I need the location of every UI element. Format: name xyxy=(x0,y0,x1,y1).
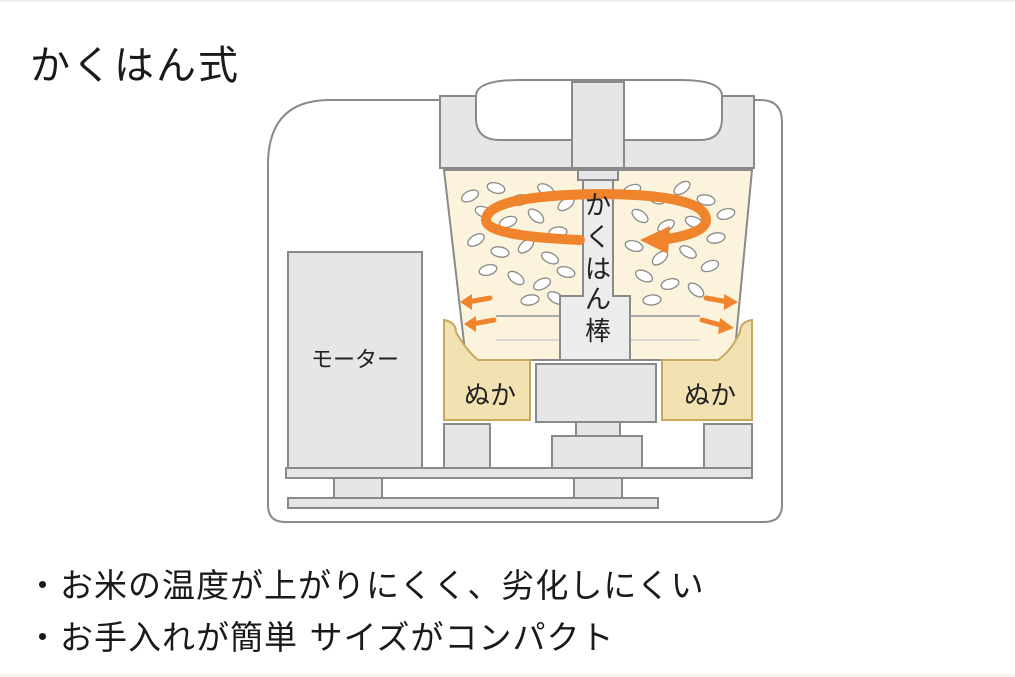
top-divider xyxy=(0,0,1015,2)
motor-label: モーター xyxy=(311,348,399,373)
bran-left xyxy=(443,318,531,421)
pulley xyxy=(551,435,643,469)
bran-right xyxy=(661,318,753,421)
stirring-rod xyxy=(559,179,631,361)
stirring-rod-label: か く は ん 棒 xyxy=(585,191,611,347)
feature-item: ・お米の温度が上がりにくく、劣化しにくい xyxy=(26,566,705,605)
stirring-rod-char: か xyxy=(585,191,611,221)
base-plate xyxy=(287,497,659,509)
foot-right xyxy=(573,477,623,499)
feature-list: ・お米の温度が上がりにくく、劣化しにくい ・お手入れが簡単 サイズがコンパクト xyxy=(26,560,705,664)
foot-left xyxy=(333,477,383,499)
stirring-rod-cap xyxy=(577,169,619,181)
rice-grains xyxy=(460,180,736,306)
coupling xyxy=(575,421,621,437)
support-right xyxy=(703,423,753,469)
bottom-divider xyxy=(0,674,1015,677)
stirring-rod-char: ん xyxy=(585,285,611,315)
base-block xyxy=(535,363,657,423)
stirring-rod-char: は xyxy=(585,255,611,285)
bran-right-label: ぬか xyxy=(684,381,736,411)
outflow-arrow-icon xyxy=(460,294,738,334)
page-title: かくはん式 xyxy=(30,43,240,89)
rotation-arrow-icon xyxy=(480,188,712,254)
motor-box xyxy=(287,251,423,469)
center-shaft-top xyxy=(571,81,625,169)
stirring-rod-char: 棒 xyxy=(585,317,611,347)
feature-item: ・お手入れが簡単 サイズがコンパクト xyxy=(26,618,615,657)
support-left xyxy=(443,423,491,469)
floor-plate xyxy=(285,467,753,479)
stirring-rod-char: く xyxy=(585,223,611,253)
bran-left-label: ぬか xyxy=(464,381,516,411)
